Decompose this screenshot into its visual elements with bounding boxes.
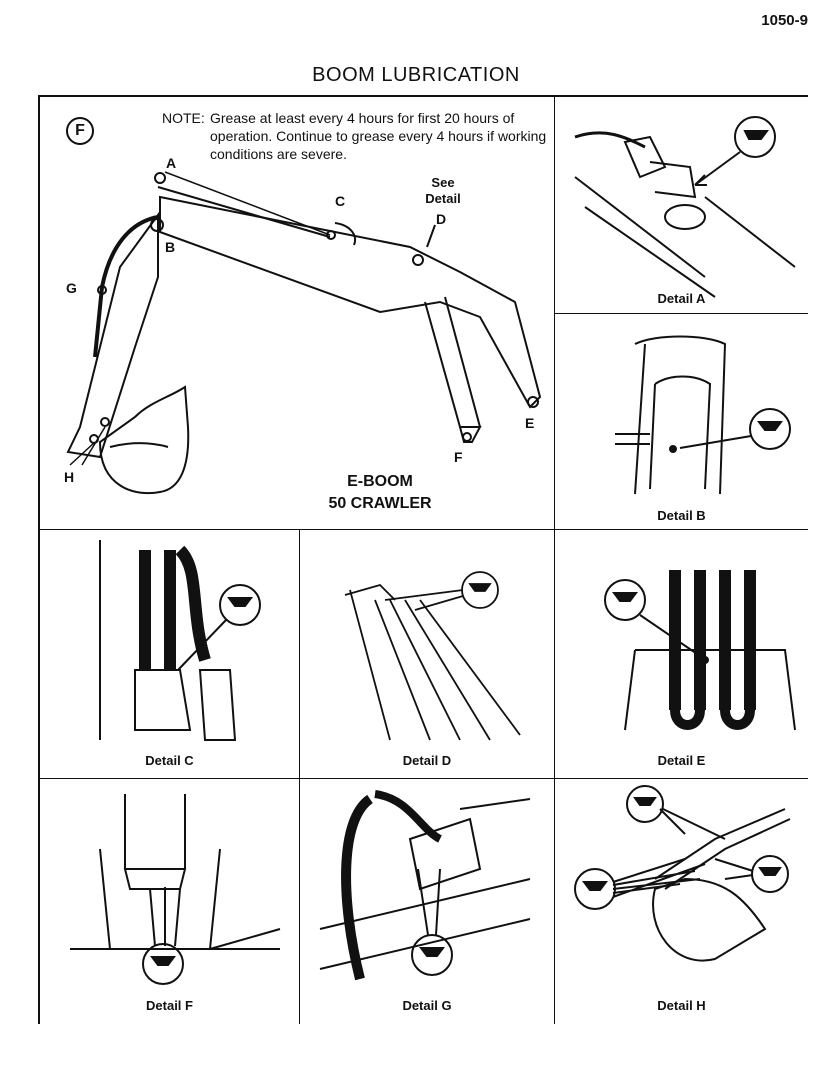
detail-c-caption: Detail C bbox=[145, 753, 194, 768]
detail-e-caption: Detail E bbox=[657, 753, 706, 768]
point-label-a: A bbox=[166, 155, 177, 171]
point-label-h: H bbox=[64, 469, 75, 485]
detail-f-panel: Detail F bbox=[40, 778, 300, 1024]
detail-b-illustration bbox=[615, 335, 791, 495]
section-badge: F bbox=[66, 117, 94, 145]
detail-e-illustration bbox=[604, 570, 796, 731]
page-title: BOOM LUBRICATION bbox=[312, 64, 520, 86]
detail-g-illustration bbox=[319, 790, 531, 981]
detail-b-panel: Detail B bbox=[554, 313, 808, 531]
detail-e-panel: Detail E bbox=[554, 529, 808, 779]
detail-f-illustration bbox=[70, 794, 281, 985]
detail-a-caption: Detail A bbox=[657, 291, 706, 306]
detail-a-illustration bbox=[574, 116, 796, 298]
detail-g-caption: Detail G bbox=[402, 998, 452, 1013]
point-label-c: C bbox=[335, 193, 346, 209]
page-number: 1050-9 bbox=[761, 12, 808, 29]
detail-a-panel: Detail A bbox=[554, 97, 808, 314]
note-text: Grease at least every 4 hours for first … bbox=[210, 110, 547, 162]
boom-illustration bbox=[66, 171, 542, 495]
point-label-g: G bbox=[66, 280, 77, 296]
point-label-e: E bbox=[525, 415, 535, 431]
model-label: E-BOOM 50 CRAWLER bbox=[300, 471, 460, 515]
detail-d-illustration bbox=[344, 571, 521, 741]
detail-h-illustration bbox=[574, 785, 791, 962]
detail-d-panel: Detail D bbox=[299, 529, 555, 779]
detail-h-caption: Detail H bbox=[657, 998, 706, 1013]
point-label-d: D bbox=[436, 211, 447, 227]
detail-f-caption: Detail F bbox=[146, 998, 193, 1013]
point-label-b: B bbox=[165, 239, 176, 255]
point-label-f: F bbox=[454, 449, 463, 465]
see-detail-label: See Detail bbox=[418, 175, 468, 207]
see-line-2: Detail bbox=[425, 191, 461, 206]
model-line-1: E-BOOM bbox=[347, 473, 413, 490]
see-line-1: See bbox=[431, 175, 455, 190]
detail-d-caption: Detail D bbox=[402, 753, 452, 768]
detail-h-panel: Detail H bbox=[554, 778, 808, 1024]
detail-b-caption: Detail B bbox=[657, 508, 706, 523]
note-label: NOTE: bbox=[162, 110, 205, 126]
detail-c-illustration bbox=[99, 540, 261, 741]
main-boom-panel: F NOTE: Grease at least every 4 hours fo… bbox=[40, 97, 555, 530]
model-line-2: 50 CRAWLER bbox=[328, 495, 432, 512]
detail-c-panel: Detail C bbox=[40, 529, 300, 779]
diagram-frame: F NOTE: Grease at least every 4 hours fo… bbox=[38, 95, 808, 1024]
detail-g-panel: Detail G bbox=[299, 778, 555, 1024]
